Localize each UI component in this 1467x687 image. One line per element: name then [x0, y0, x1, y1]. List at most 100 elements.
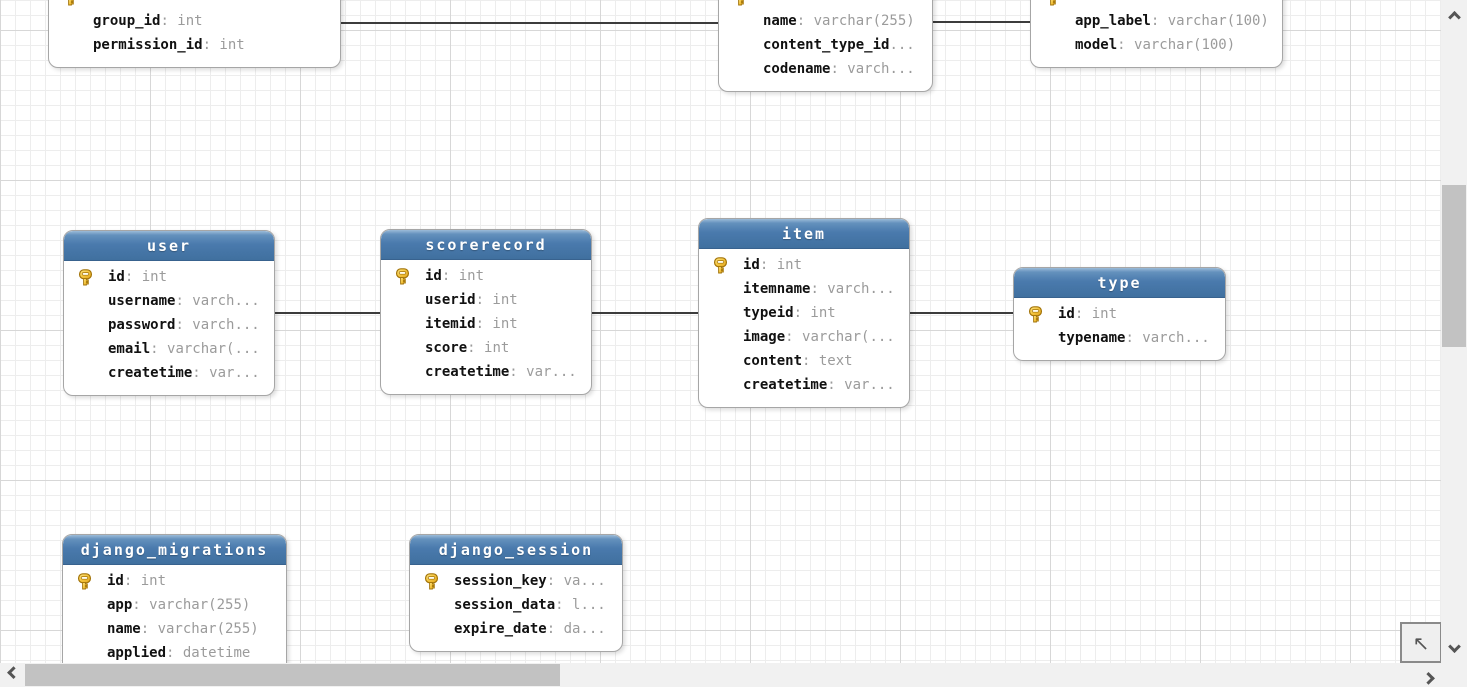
field-type: : varchar(255): [132, 597, 251, 613]
field-type: : int: [202, 37, 245, 53]
key-cell: [76, 572, 107, 590]
er-table-django_session[interactable]: django_session session_key: va...session_…: [409, 534, 623, 652]
field-row[interactable]: createtime: var...: [64, 361, 274, 385]
field-row[interactable]: content_type_id...: [719, 33, 932, 57]
vertical-scroll-thumb[interactable]: [1442, 185, 1466, 347]
field-row[interactable]: id: int: [64, 265, 274, 289]
scroll-up-button[interactable]: [1443, 3, 1465, 25]
field-row[interactable]: session_key: va...: [410, 569, 622, 593]
field-type: : varchar(255): [140, 621, 259, 637]
field-row[interactable]: typename: varch...: [1014, 326, 1225, 350]
field-row[interactable]: typeid: int: [699, 301, 909, 325]
field-name: typename: [1058, 330, 1126, 346]
table-title: item: [781, 224, 827, 243]
field-name: applied: [107, 645, 167, 661]
table-header[interactable]: user: [64, 231, 274, 261]
table-header[interactable]: scorerecord: [381, 230, 591, 260]
primary-key-icon: [1028, 305, 1043, 322]
field-row[interactable]: email: varchar(...: [64, 337, 274, 361]
field-row[interactable]: createtime: var...: [699, 373, 909, 397]
horizontal-scrollbar[interactable]: [0, 663, 1441, 687]
field-row[interactable]: password: varch...: [64, 313, 274, 337]
field-type: : datetime: [166, 645, 251, 661]
chevron-down-icon: [1447, 639, 1461, 653]
field-row[interactable]: [49, 0, 340, 9]
er-table-partial[interactable]: app_label: varchar(100)model: varchar(10…: [1030, 0, 1283, 68]
field-name: itemid: [425, 316, 476, 332]
horizontal-scroll-thumb[interactable]: [25, 664, 560, 686]
key-cell: [394, 267, 425, 285]
table-header[interactable]: django_session: [410, 535, 622, 565]
table-header[interactable]: django_migrations: [63, 535, 286, 565]
table-title: django_migrations: [80, 540, 269, 559]
key-cell: [732, 0, 763, 6]
table-header[interactable]: type: [1014, 268, 1225, 298]
field-row[interactable]: id: int: [63, 569, 286, 593]
field-row[interactable]: expire_date: da...: [410, 617, 622, 641]
vertical-scrollbar[interactable]: [1441, 0, 1467, 663]
field-row[interactable]: codename: varch...: [719, 57, 932, 81]
field-row[interactable]: username: varch...: [64, 289, 274, 313]
field-row[interactable]: permission_id: int: [49, 33, 340, 57]
chevron-up-icon: [1447, 10, 1461, 24]
field-row[interactable]: [1031, 0, 1282, 9]
field-name: session_key: [454, 573, 547, 589]
primary-key-icon: [738, 0, 744, 5]
field-name: name: [107, 621, 141, 637]
field-name: username: [108, 293, 176, 309]
northwest-arrow-icon: ↖: [1412, 630, 1430, 655]
field-row[interactable]: app_label: varchar(100): [1031, 9, 1282, 33]
field-name: id: [425, 268, 442, 284]
field-type: : varchar(...: [785, 329, 895, 345]
field-type: : l...: [555, 597, 606, 613]
field-type: ...: [889, 37, 915, 53]
field-row[interactable]: userid: int: [381, 288, 591, 312]
field-row[interactable]: [719, 0, 932, 9]
field-row[interactable]: itemid: int: [381, 312, 591, 336]
field-row[interactable]: content: text: [699, 349, 909, 373]
field-type: : var...: [192, 365, 260, 381]
field-row[interactable]: app: varchar(255): [63, 593, 286, 617]
field-row[interactable]: name: varchar(255): [719, 9, 932, 33]
scroll-left-button[interactable]: [2, 664, 24, 686]
field-row[interactable]: group_id: int: [49, 9, 340, 33]
field-row[interactable]: image: varchar(...: [699, 325, 909, 349]
field-row[interactable]: session_data: l...: [410, 593, 622, 617]
field-row[interactable]: createtime: var...: [381, 360, 591, 384]
field-name: score: [425, 340, 468, 356]
field-row[interactable]: model: varchar(100): [1031, 33, 1282, 57]
field-name: app_label: [1075, 13, 1151, 29]
table-title: user: [146, 236, 192, 255]
table-header[interactable]: item: [699, 219, 909, 249]
table-title: django_session: [438, 540, 594, 559]
field-row[interactable]: score: int: [381, 336, 591, 360]
field-row[interactable]: applied: datetime: [63, 641, 286, 663]
field-row[interactable]: name: varchar(255): [63, 617, 286, 641]
field-name: createtime: [108, 365, 193, 381]
field-type: : int: [467, 340, 510, 356]
scroll-right-button[interactable]: [1417, 664, 1439, 686]
reset-view-button[interactable]: ↖: [1400, 622, 1441, 663]
er-table-partial[interactable]: name: varchar(255)content_type_id...code…: [718, 0, 933, 92]
field-type: : int: [793, 305, 836, 321]
field-name: group_id: [93, 13, 161, 29]
field-name: model: [1075, 37, 1118, 53]
field-type: : varch...: [175, 293, 260, 309]
field-row[interactable]: id: int: [699, 253, 909, 277]
field-row[interactable]: itemname: varch...: [699, 277, 909, 301]
primary-key-icon: [713, 256, 728, 273]
field-row[interactable]: id: int: [1014, 302, 1225, 326]
key-cell: [712, 256, 743, 274]
scroll-down-button[interactable]: [1443, 638, 1465, 660]
field-row[interactable]: id: int: [381, 264, 591, 288]
primary-key-icon: [77, 572, 92, 589]
